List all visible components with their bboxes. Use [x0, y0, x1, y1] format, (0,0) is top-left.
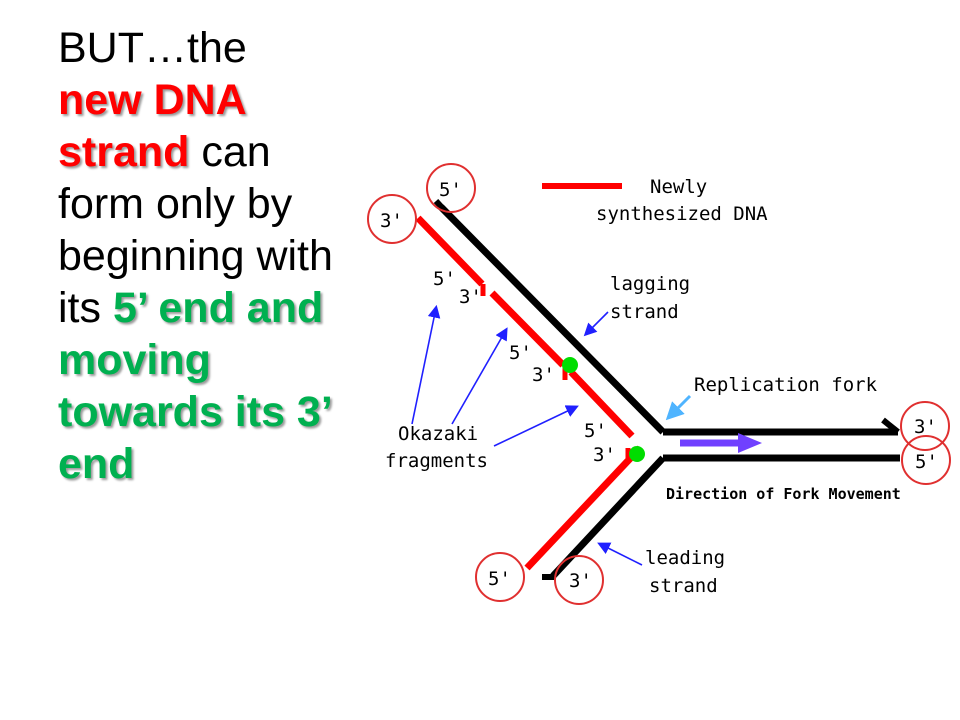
circle-top-five [426, 163, 476, 213]
okazaki-label-line1: Okazaki [398, 423, 478, 445]
new-dna-strands [415, 183, 643, 571]
okazaki-fragment-2 [489, 290, 566, 368]
lagging-label-line1: lagging [610, 273, 690, 295]
leading-label-line1: leading [645, 547, 725, 569]
okazaki-pointer-arrows [411, 304, 579, 447]
label-bottom-five: 5' [488, 568, 511, 590]
label-frag2-three: 3' [532, 364, 555, 386]
okazaki-fragment-3 [568, 369, 635, 439]
label-frag1-three: 3' [459, 286, 482, 308]
primer-dot-1 [562, 357, 578, 373]
label-frag1-five: 5' [433, 268, 456, 290]
lagging-strand-arrow [583, 311, 609, 337]
okazaki-arrow-2 [451, 327, 508, 425]
circle-top-three [367, 194, 417, 244]
leading-strand-arrow [597, 542, 643, 566]
okazaki-fragment-1 [415, 215, 485, 287]
label-top-five: 5' [439, 179, 462, 201]
replication-fork-arrow [665, 394, 692, 421]
label-right-five: 5' [915, 451, 938, 473]
text-intro: BUT…the [58, 24, 247, 72]
label-frag3-three: 3' [593, 444, 616, 466]
end-marker-circles [367, 163, 951, 605]
direction-label: Direction of Fork Movement [666, 485, 901, 503]
upper-template-strand [438, 204, 666, 435]
fork-movement-arrow [680, 433, 762, 453]
slide-body-text: BUT…the new DNA strand can form only by … [58, 22, 358, 490]
okazaki-label-line2: fragments [385, 450, 488, 472]
lagging-label-line2: strand [610, 301, 679, 323]
end-labels: 5' 3' 5' 3' 5' 3' 5' 3' 3' 5' 5' 3' [380, 179, 938, 592]
circle-bottom-three [554, 555, 604, 605]
label-top-three: 3' [380, 210, 403, 232]
label-right-three: 3' [914, 416, 937, 438]
text-direction-highlight: 5’ end and moving towards its 3’ end [58, 284, 331, 488]
legend-label-line2: synthesized DNA [596, 203, 768, 225]
circle-bottom-five [475, 552, 525, 602]
label-frag3-five: 5' [584, 420, 607, 442]
legend-label-line1: Newly [650, 176, 707, 198]
replication-fork-label: Replication fork [694, 374, 878, 396]
template-strands [433, 198, 900, 580]
text-new-dna-strand: new DNA strand [58, 76, 246, 176]
okazaki-arrow-1 [411, 304, 441, 425]
right-upper-hook [881, 417, 900, 435]
text-middle: can form only by beginning with its [58, 128, 333, 332]
circle-right-five [901, 435, 951, 485]
label-bottom-three: 3' [569, 570, 592, 592]
circle-right-three [900, 401, 950, 451]
primer-dot-2 [629, 446, 645, 462]
leading-label-line2: strand [649, 575, 718, 597]
okazaki-arrow-3 [493, 405, 579, 447]
label-frag2-five: 5' [509, 342, 532, 364]
leading-strand-new [524, 445, 643, 571]
